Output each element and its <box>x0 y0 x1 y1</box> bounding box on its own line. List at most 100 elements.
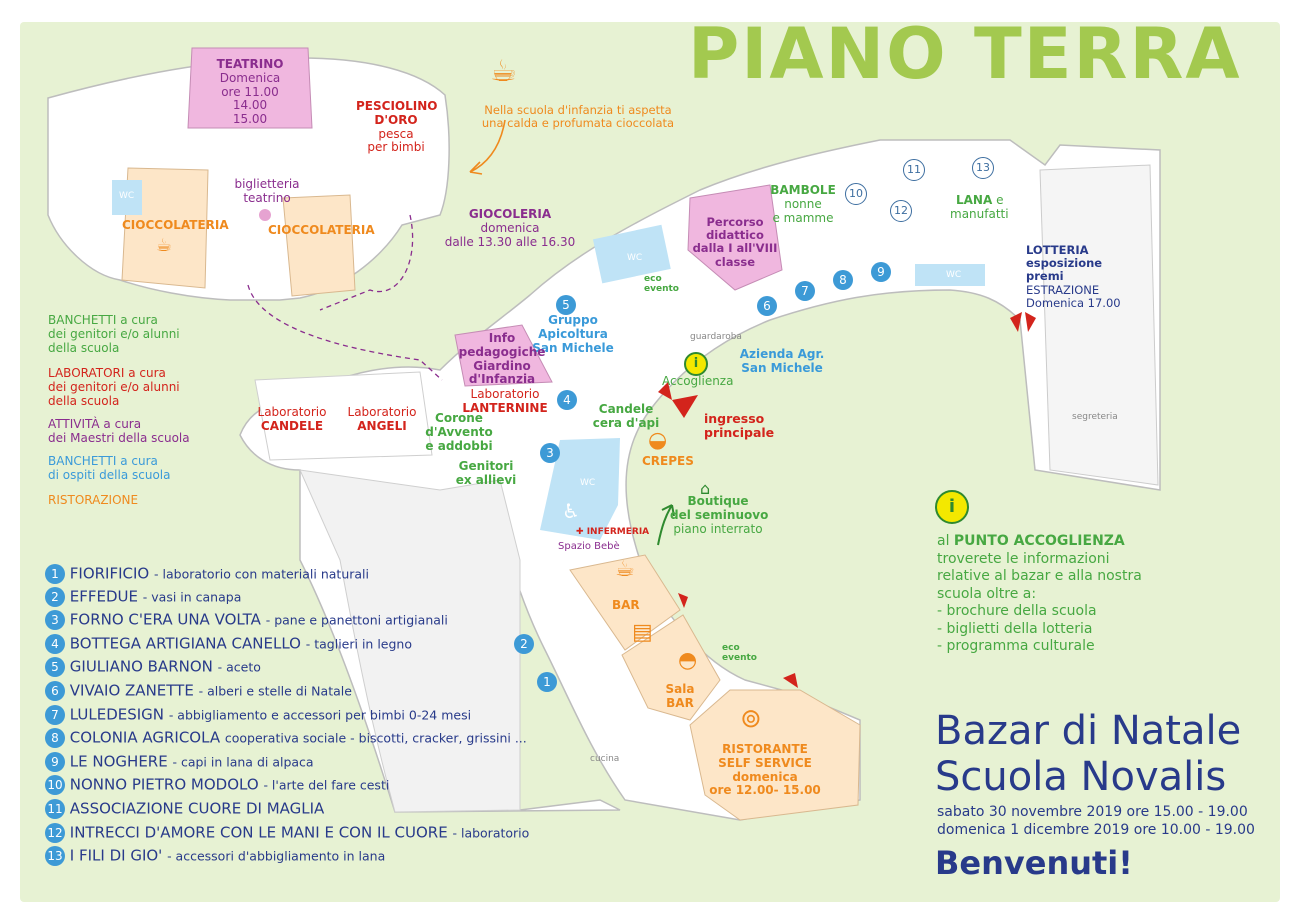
boutique-arrow <box>657 504 673 546</box>
cup-icon: ☕ <box>156 235 173 256</box>
ristorante-room <box>689 689 861 821</box>
percorso-room <box>687 184 783 291</box>
teatrino-room <box>187 47 313 129</box>
wc-lower-room <box>540 438 620 540</box>
door-marker <box>783 673 798 688</box>
azienda-label: Azienda Agr.San Michele <box>739 347 825 375</box>
stand-number-5: 5 <box>556 295 576 315</box>
stand-number-1: 1 <box>537 672 557 692</box>
wc-left-label: WC <box>119 191 135 201</box>
event-title-2: Scuola Novalis <box>935 754 1227 800</box>
giocoleria-label: GIOCOLERIA domenica dalle 13.30 alle 16.… <box>444 207 576 249</box>
stand-number-6: 6 <box>757 296 777 316</box>
lotteria-label: LOTTERIA esposizione premi ESTRAZIONE Do… <box>1026 243 1121 310</box>
dashed-path-left <box>247 284 443 381</box>
stand-number-13: 13 <box>972 157 994 179</box>
welcome-text: Benvenuti! <box>935 844 1133 882</box>
pesciolino-label: PESCIOLINO D'ORO pesca per bimbi <box>356 99 438 155</box>
exhibitor-item: 10 NONNO PIETRO MODOLO - l'arte del fare… <box>45 775 389 795</box>
cioccolateria-left-room <box>121 167 209 289</box>
cross-icon: ✚ <box>576 527 584 537</box>
accessible-icon: ♿ <box>562 499 580 523</box>
dashed-path-right <box>319 214 414 311</box>
crepe-icon: ◒ <box>648 428 668 453</box>
door-marker <box>1025 312 1036 332</box>
exhibitor-item: 1 FIORIFICIO - laboratorio con materiali… <box>45 564 369 584</box>
candele-angeli-rooms <box>254 371 433 461</box>
accoglienza-label: Accoglienza <box>662 374 734 388</box>
wc-right-label: WC <box>946 270 962 280</box>
page-title: PIANO TERRA <box>688 13 1242 95</box>
hanger-icon: ⌂ <box>700 479 711 498</box>
cake-icon: ▤ <box>632 620 653 645</box>
key-ristorazione: RISTORAZIONE <box>48 493 139 507</box>
exhibitor-item: 13 I FILI DI GIO' - accessori d'abbiglia… <box>45 846 385 866</box>
sala-bar-room <box>621 614 721 721</box>
exhibitor-item: 6 VIVAIO ZANETTE - alberi e stelle di Na… <box>45 681 352 701</box>
stand-number-10: 10 <box>845 183 867 205</box>
stand-number-2: 2 <box>514 634 534 654</box>
exhibitor-item: 12 INTRECCI D'AMORE CON LE MANI E CON IL… <box>45 823 529 843</box>
info-icon: i <box>684 352 708 376</box>
stand-number-3: 3 <box>540 443 560 463</box>
lana-sub-label: manufatti <box>950 207 1009 221</box>
teatrino-label: TEATRINO Domenica ore 11.00 14.00 15.00 <box>216 57 284 127</box>
exhibitor-item: 9 LE NOGHERE - capi in lana di alpaca <box>45 752 314 772</box>
cioccolateria-right-label: CIOCCOLATERIA <box>268 223 375 237</box>
wc-upper-label: WC <box>627 253 643 263</box>
wc-upper-room <box>592 224 671 284</box>
cucina-label: cucina <box>590 754 620 764</box>
event-date-1: sabato 30 novembre 2019 ore 15.00 - 19.0… <box>937 804 1248 820</box>
stand-number-4: 4 <box>557 390 577 410</box>
exhibitor-item: 7 LULEDESIGN - abbigliamento e accessori… <box>45 705 471 725</box>
stone-area <box>299 469 521 813</box>
exhibitor-item: 5 GIULIANO BARNON - aceto <box>45 657 261 677</box>
spazio-bebe-label: Spazio Bebè <box>558 541 620 552</box>
biglietteria-dot <box>259 209 271 221</box>
info-point-text: al PUNTO ACCOGLIENZA troverete le inform… <box>937 533 1142 654</box>
burger-icon: ◓ <box>678 648 698 673</box>
wc-right-room <box>915 264 985 286</box>
hot-chocolate-icon: ☕ <box>490 54 517 89</box>
cocoa-arrow <box>469 119 506 173</box>
event-date-2: domenica 1 dicembre 2019 ore 10.00 - 19.… <box>937 822 1255 838</box>
cioccolateria-left-label: CIOCCOLATERIA <box>122 218 229 232</box>
stand-number-9: 9 <box>871 262 891 282</box>
stand-number-7: 7 <box>795 281 815 301</box>
infermeria-label: ✚ INFERMERIA <box>576 527 650 537</box>
event-title-1: Bazar di Natale <box>935 708 1242 754</box>
info-point-icon: i <box>935 490 969 524</box>
cioccolateria-right-room <box>282 194 356 297</box>
lana-label: LANA e <box>956 193 1004 207</box>
wc-left-room <box>112 180 142 215</box>
segreteria-label: segreteria <box>1072 412 1118 422</box>
exhibitor-item: 2 EFFEDUE - vasi in canapa <box>45 587 241 607</box>
wc-lower-label: WC <box>580 478 596 488</box>
door-marker <box>1010 312 1022 332</box>
gray-service-room <box>1039 164 1159 486</box>
exhibitor-item: 11 ASSOCIAZIONE CUORE DI MAGLIA <box>45 799 324 819</box>
bar-room <box>569 554 681 651</box>
entrance-marker <box>672 395 698 418</box>
crepes-label: CREPES <box>642 454 694 468</box>
info-ped-room <box>454 324 553 387</box>
